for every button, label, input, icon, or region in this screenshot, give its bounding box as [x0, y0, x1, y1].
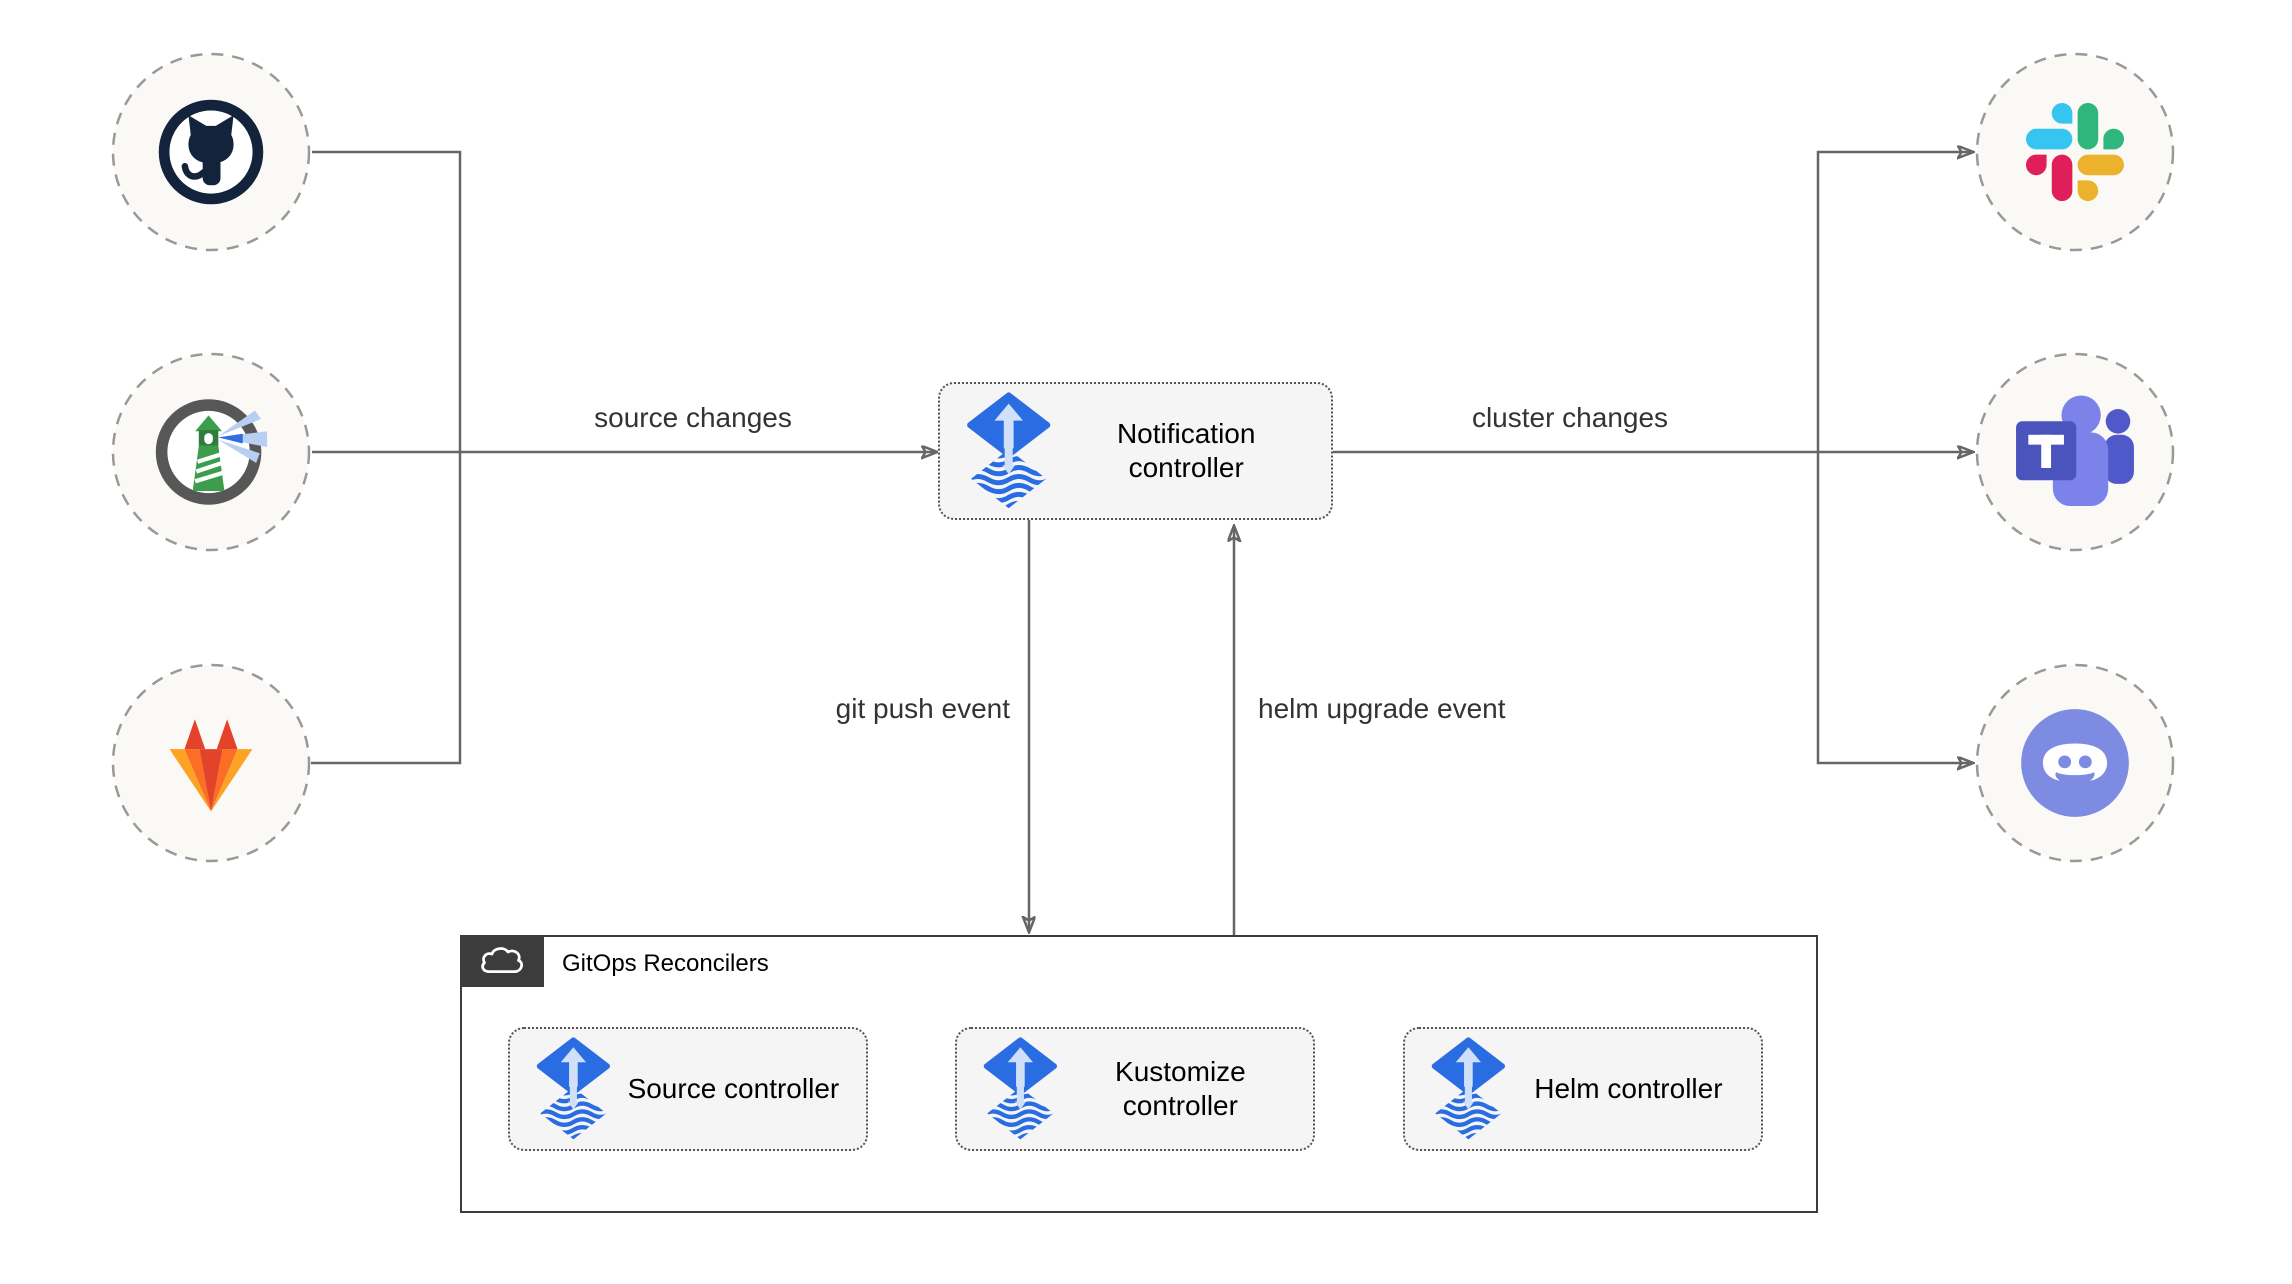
slack-icon	[2026, 103, 2124, 201]
teams-icon	[2016, 395, 2134, 507]
label-cluster-changes: cluster changes	[1471, 402, 1669, 433]
flux-logo-icon	[983, 1037, 1058, 1140]
source-controller-box: Source controller	[508, 1027, 868, 1151]
flux-icon	[964, 392, 1053, 510]
helm-controller-box: Helm controller	[1403, 1027, 1763, 1151]
node-slack	[1975, 52, 2175, 252]
label-helm-upgrade-event: helm upgrade event	[1258, 693, 1506, 724]
edge-cluster-changes-slack	[1816, 152, 1972, 452]
source-controller-label: Source controller	[627, 1073, 840, 1104]
flux-icon	[534, 1037, 613, 1141]
notification-controller-box: Notification controller	[938, 382, 1333, 520]
edge-left-bus	[311, 150, 462, 765]
node-harbor	[111, 352, 311, 552]
flux-logo-icon	[536, 1037, 611, 1140]
label-source-changes: source changes	[594, 402, 792, 433]
helm-controller-label: Helm controller	[1534, 1073, 1723, 1104]
kustomize-controller-label: Kustomize controller	[1115, 1056, 1246, 1121]
harbor-icon	[155, 399, 268, 505]
node-gitlab	[111, 663, 311, 863]
cloud-icon	[481, 947, 524, 974]
group-title: GitOps Reconcilers	[562, 950, 769, 977]
gitlab-icon	[169, 719, 253, 812]
label-git-push-event: git push event	[835, 693, 1010, 724]
edge-cluster-changes-discord	[1816, 452, 1972, 763]
group-badge	[460, 935, 544, 987]
node-discord	[1975, 663, 2175, 863]
node-teams	[1975, 352, 2175, 552]
github-icon	[158, 99, 264, 205]
flux-icon	[981, 1037, 1060, 1141]
notification-controller-label: Notification controller	[1116, 418, 1256, 483]
flux-icon	[1429, 1037, 1508, 1141]
dashed-circle	[1975, 52, 2175, 252]
flux-logo-icon	[967, 392, 1051, 509]
discord-icon	[2021, 709, 2129, 817]
kustomize-controller-box: Kustomize controller	[955, 1027, 1315, 1151]
node-github	[111, 52, 311, 252]
flux-logo-icon	[1431, 1037, 1506, 1140]
